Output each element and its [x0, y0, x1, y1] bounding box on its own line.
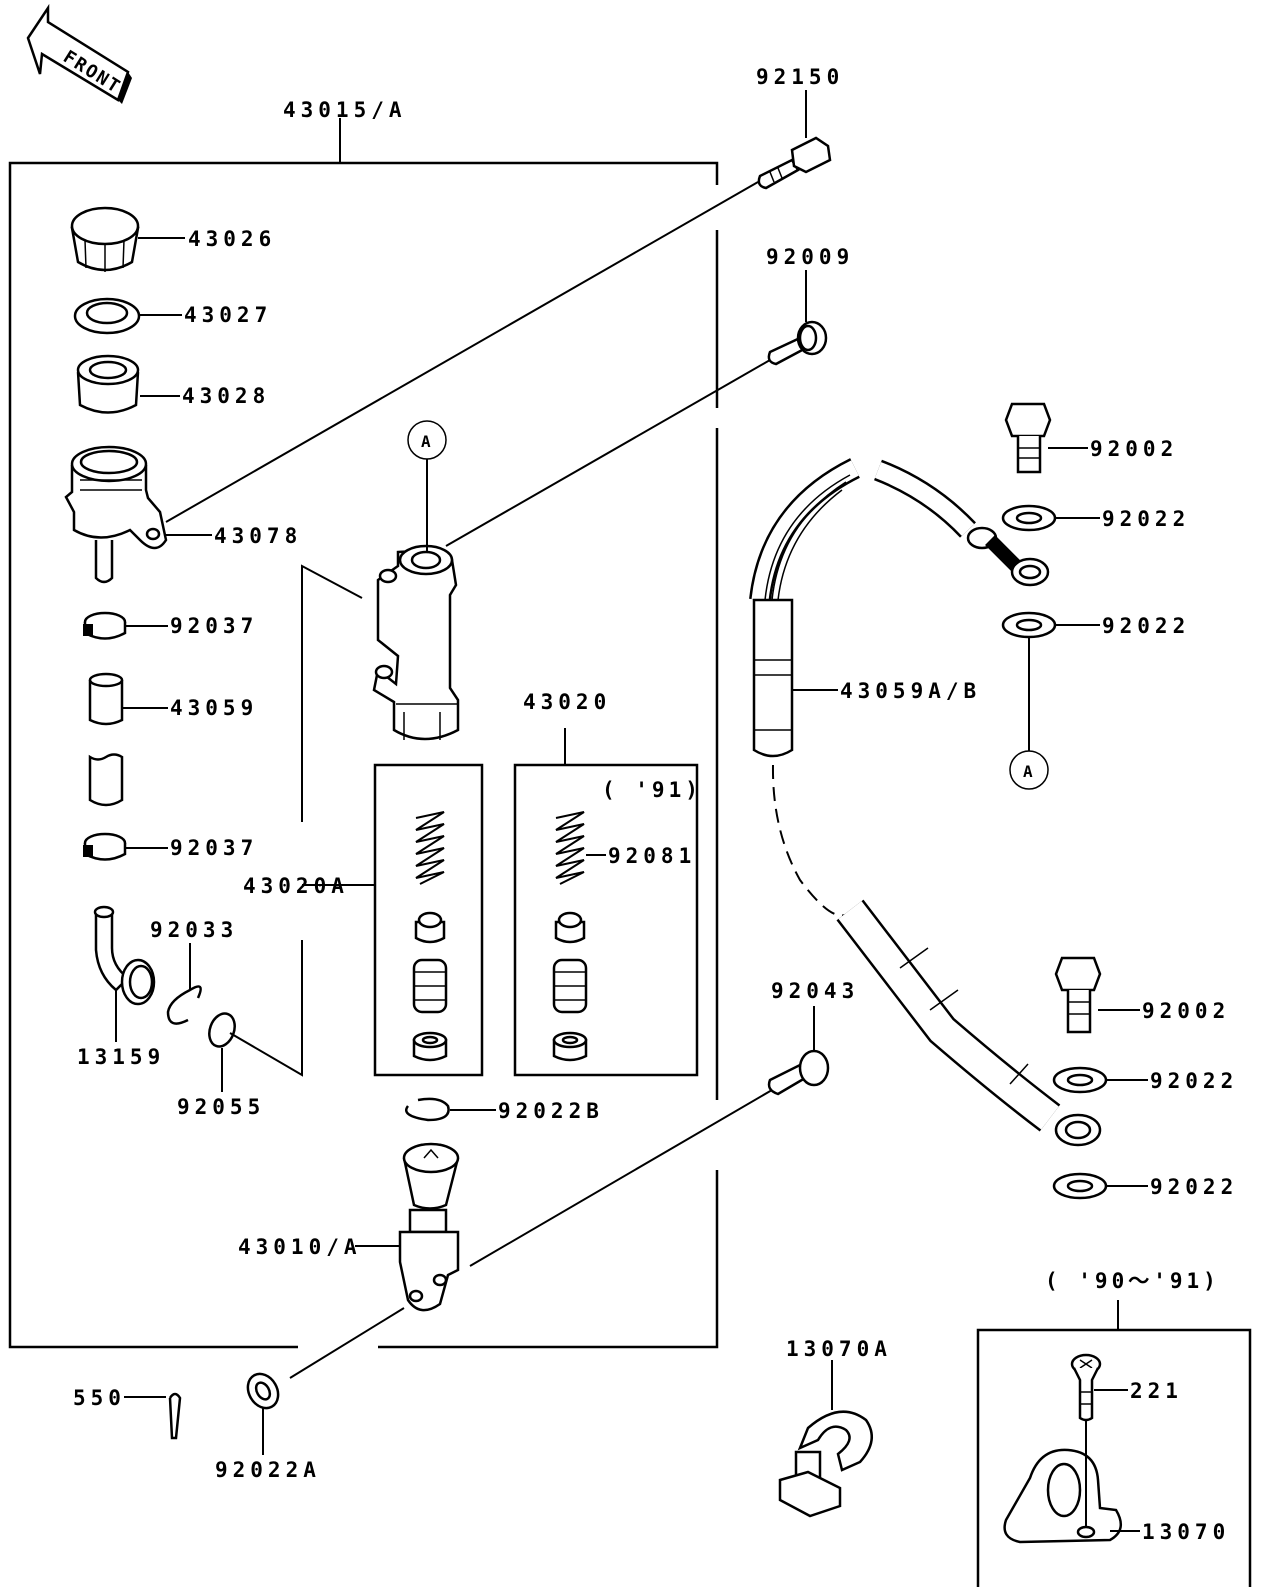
callout-13159: 13159	[77, 1045, 165, 1069]
callout-92037: 92037	[170, 614, 258, 638]
circlip-icon	[166, 985, 202, 1025]
brake-hose-lower-icon	[836, 899, 1102, 1147]
callout-year-91: ( '91)	[602, 778, 702, 802]
callout-92009: 92009	[766, 245, 854, 269]
screw-icon	[1070, 1353, 1102, 1422]
elbow-fitting-icon	[93, 905, 156, 1006]
piston-icon	[412, 958, 448, 1014]
callout-43028: 43028	[182, 384, 270, 408]
callout-43010a: 43010/A	[238, 1235, 362, 1259]
callout-43027: 43027	[184, 303, 272, 327]
spring-icon	[415, 811, 445, 885]
sealing-washer-icon	[1001, 611, 1057, 639]
callout-year-90-91: ( '90～'91)	[1045, 1269, 1220, 1293]
washer-icon	[246, 1372, 280, 1410]
hose-clamp-icon	[83, 832, 127, 861]
callout-13070a: 13070A	[786, 1337, 892, 1361]
banjo-bolt-icon	[1054, 956, 1102, 1034]
callout-92022: 92022	[1150, 1175, 1238, 1199]
assembly-frame-43015	[8, 118, 719, 1349]
reservoir-hose-icon	[88, 672, 124, 807]
hose-clamp-bracket-icon	[778, 1410, 873, 1518]
callout-92043: 92043	[771, 979, 859, 1003]
diaphragm-plate-icon	[73, 297, 141, 335]
callout-92022: 92022	[1102, 507, 1190, 531]
callout-92022: 92022	[1102, 614, 1190, 638]
diaphragm-icon	[76, 354, 140, 414]
callout-92055: 92055	[177, 1095, 265, 1119]
push-rod-icon	[398, 1142, 460, 1312]
callout-92022: 92022	[1150, 1069, 1238, 1093]
spring-icon	[555, 811, 585, 885]
bolt-icon	[767, 320, 828, 366]
kit-box-43020a	[373, 763, 484, 1077]
brake-hose-icon	[749, 458, 1050, 758]
callout-221: 221	[1130, 1379, 1183, 1403]
callout-92002: 92002	[1142, 999, 1230, 1023]
sealing-washer-icon	[1052, 1066, 1108, 1094]
callout-92150: 92150	[756, 65, 844, 89]
front-arrow-icon: FRONT	[26, 3, 132, 104]
callout-13070: 13070	[1142, 1520, 1230, 1544]
reference-marker-a: A	[407, 420, 447, 460]
banjo-bolt-icon	[1004, 402, 1052, 474]
callout-43059ab: 43059A/B	[840, 679, 981, 703]
svg-text:A: A	[1023, 762, 1033, 781]
callout-43078: 43078	[214, 524, 302, 548]
o-ring-icon	[208, 1012, 236, 1048]
reservoir-body-icon	[64, 445, 168, 584]
bolt-icon	[757, 136, 832, 190]
callout-43020a: 43020A	[243, 874, 349, 898]
callout-92037: 92037	[170, 836, 258, 860]
hose-holder-icon	[1003, 1448, 1123, 1544]
callout-92022a: 92022A	[215, 1458, 321, 1482]
secondary-cup-icon	[552, 1031, 588, 1062]
piston-cup-icon	[414, 911, 446, 944]
reference-marker-a: A	[1009, 750, 1049, 790]
hose-clamp-icon	[83, 611, 127, 640]
clevis-pin-icon	[767, 1049, 830, 1096]
cotter-pin-icon	[168, 1392, 182, 1440]
callout-43059: 43059	[170, 696, 258, 720]
callout-43015a: 43015/A	[283, 98, 407, 122]
callout-550: 550	[73, 1386, 126, 1410]
callout-43026: 43026	[188, 227, 276, 251]
piston-cup-icon	[554, 911, 586, 944]
master-cylinder-icon	[372, 544, 460, 741]
snap-ring-icon	[405, 1097, 450, 1122]
sealing-washer-icon	[1001, 504, 1057, 532]
callout-43020: 43020	[523, 690, 611, 714]
kit-box-43020	[513, 763, 699, 1077]
svg-text:A: A	[421, 432, 431, 451]
reservoir-cap-icon	[70, 206, 140, 272]
piston-icon	[552, 958, 588, 1014]
callout-92002: 92002	[1090, 437, 1178, 461]
kit-box-13070	[976, 1328, 1252, 1587]
callout-92022b: 92022B	[498, 1099, 604, 1123]
secondary-cup-icon	[412, 1031, 448, 1062]
callout-92033: 92033	[150, 918, 238, 942]
callout-92081: 92081	[608, 844, 696, 868]
sealing-washer-icon	[1052, 1172, 1108, 1200]
